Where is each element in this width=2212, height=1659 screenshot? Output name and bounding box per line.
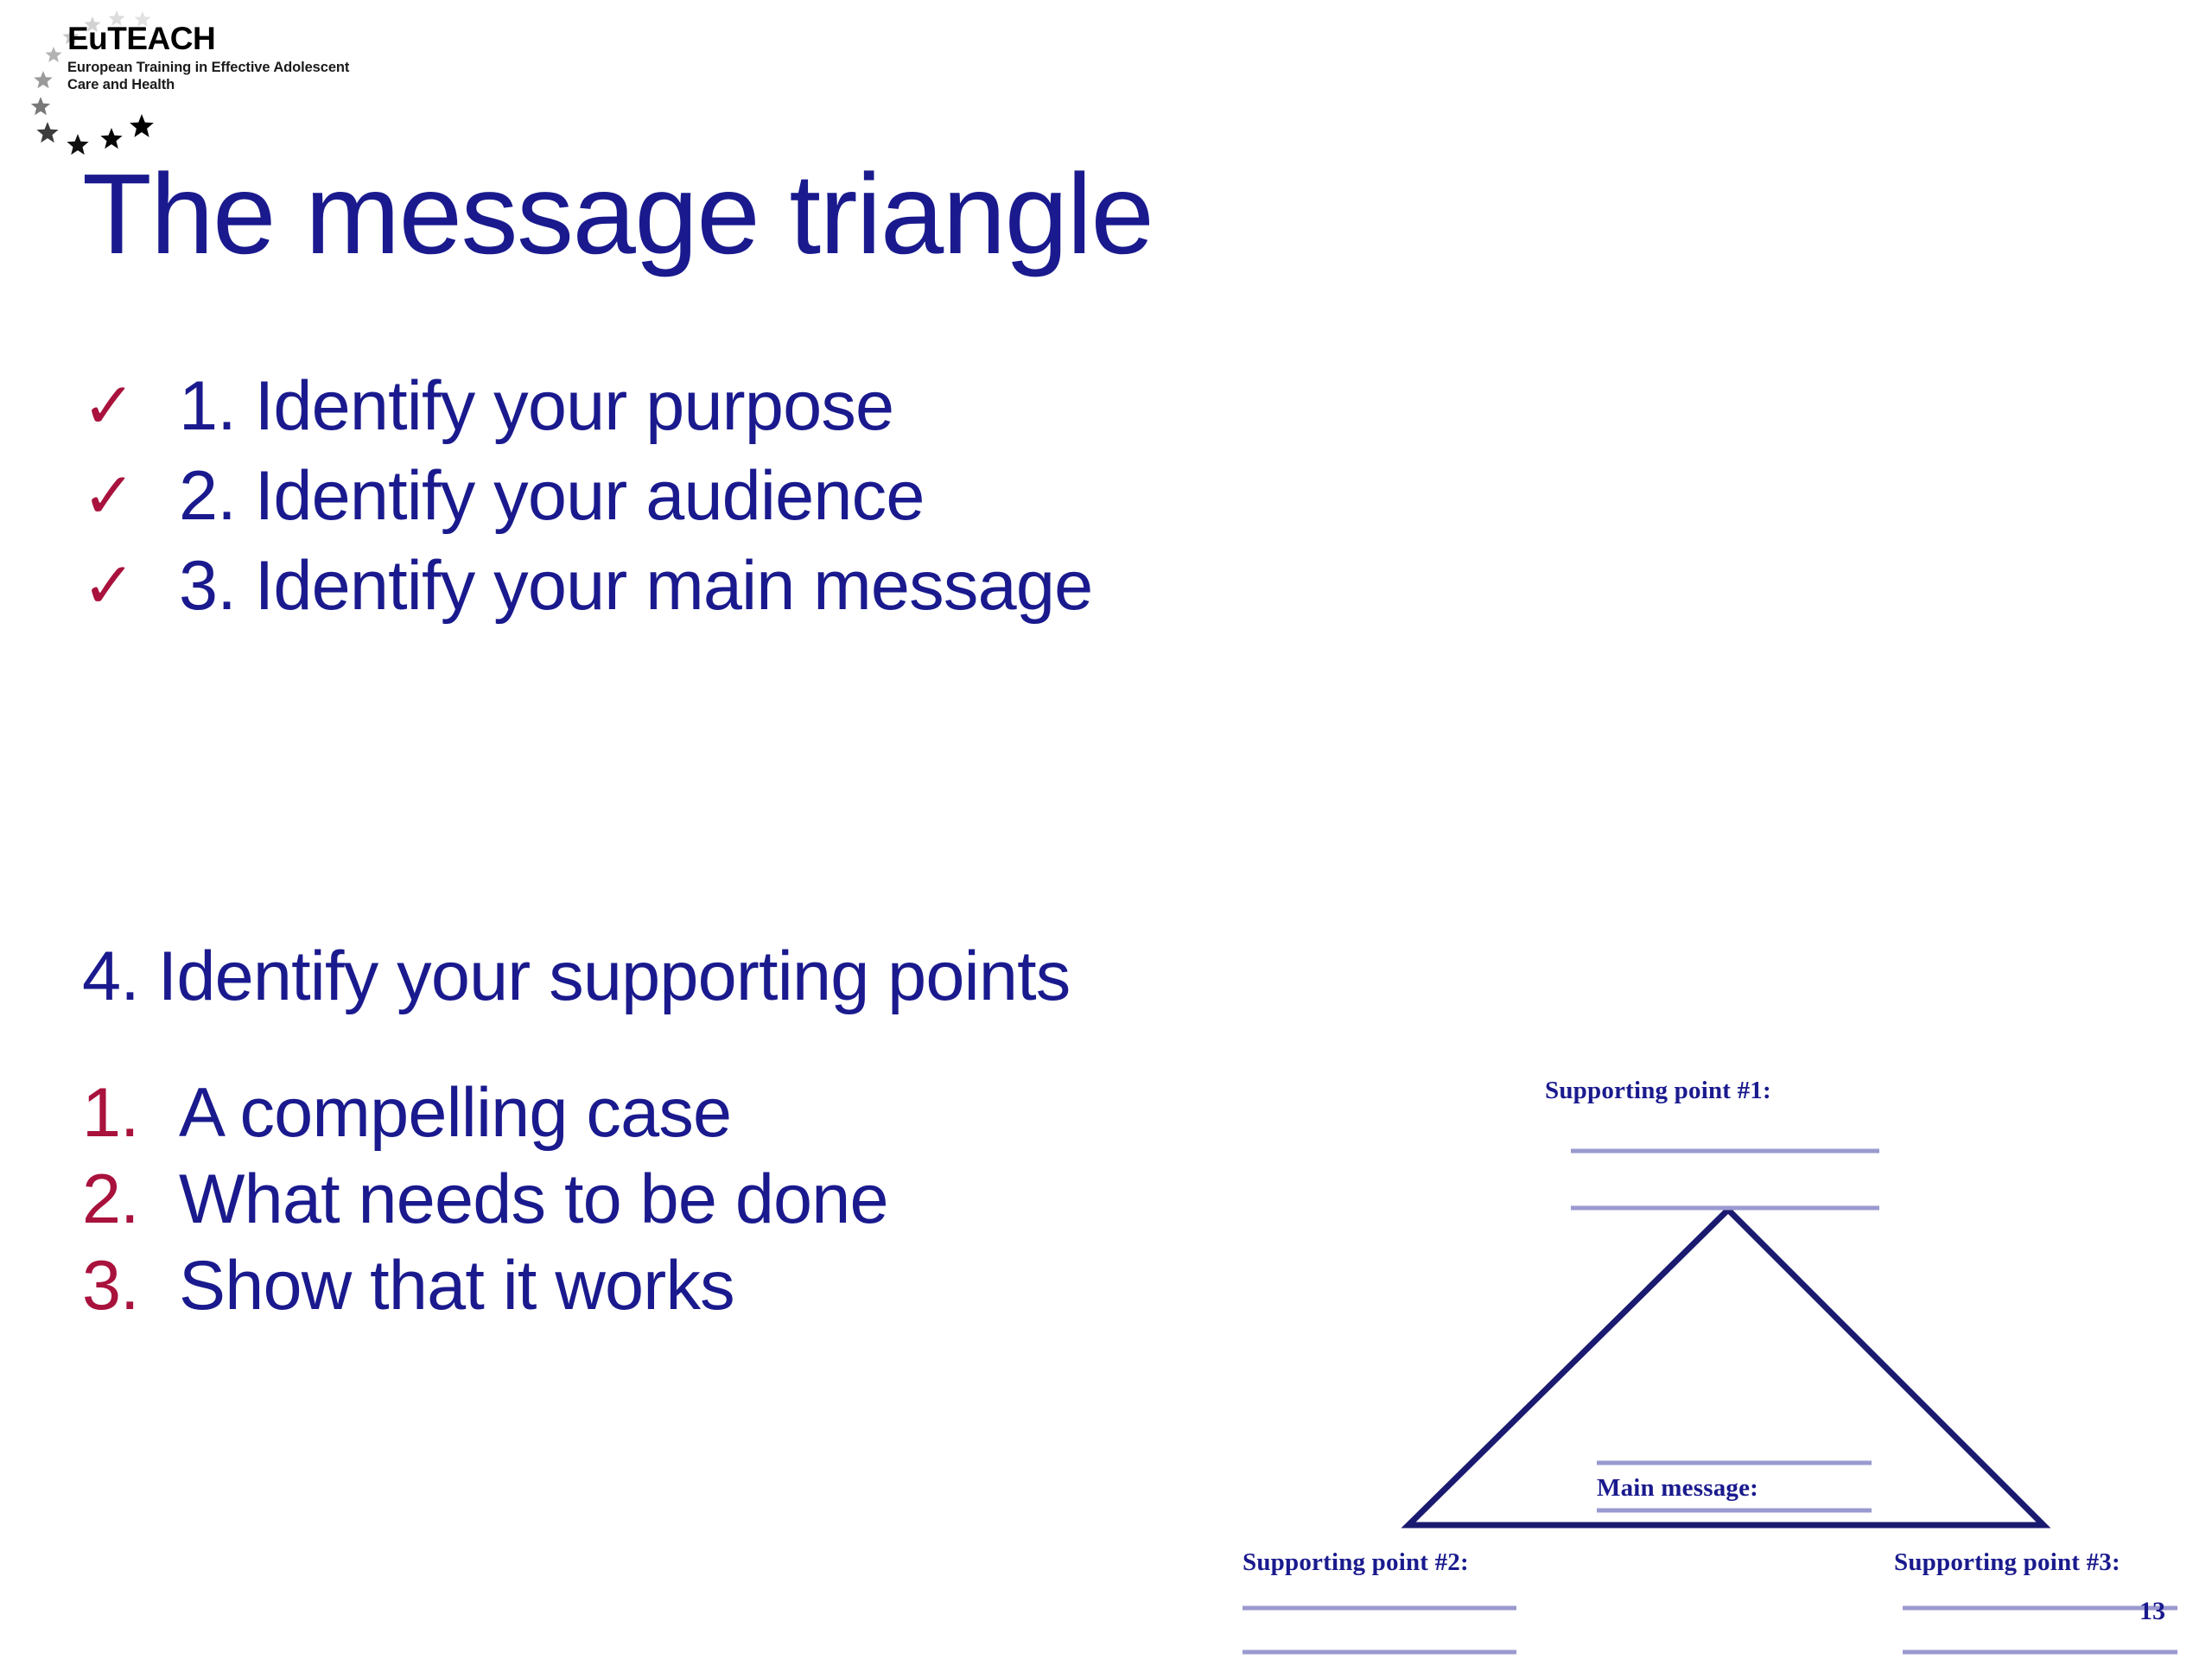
- page-title: The message triangle: [82, 150, 1154, 277]
- checked-steps-list: ✓ 1. Identify your purpose ✓ 2. Identify…: [82, 372, 1551, 641]
- list-item: ✓ 1. Identify your purpose: [82, 372, 1551, 461]
- list-item-label: A compelling case: [179, 1074, 732, 1152]
- supporting-point-3-label: Supporting point #3:: [1894, 1548, 2120, 1576]
- checkmark-icon: ✓: [82, 549, 137, 623]
- eu-star-spiral-icon: [7, 7, 223, 162]
- list-item: 1. A compelling case: [82, 1078, 1378, 1165]
- list-item: 3. Show that it works: [82, 1251, 1378, 1338]
- list-item: 2. What needs to be done: [82, 1165, 1378, 1251]
- list-item: ✓ 3. Identify your main message: [82, 551, 1551, 641]
- main-message-label: Main message:: [1597, 1474, 1759, 1502]
- checkmark-icon: ✓: [82, 459, 137, 533]
- list-item-label: 1. Identify your purpose: [179, 367, 894, 445]
- list-item-label: Show that it works: [179, 1247, 735, 1325]
- list-item-label: What needs to be done: [179, 1160, 889, 1238]
- list-item-label: 2. Identify your audience: [179, 457, 925, 535]
- checkmark-icon: ✓: [82, 369, 137, 443]
- supporting-point-2-label: Supporting point #2:: [1243, 1548, 1469, 1576]
- logo-text-block: EuTEACH European Training in Effective A…: [67, 22, 361, 93]
- slide-number: 13: [2139, 1597, 2165, 1625]
- list-item-label: 3. Identify your main message: [179, 547, 1093, 625]
- logo-subtitle: European Training in Effective Adolescen…: [67, 60, 350, 93]
- list-item-number: 3.: [82, 1247, 140, 1325]
- message-triangle-diagram: Supporting point #1: Main message: Suppo…: [1236, 1071, 2212, 1659]
- list-item: ✓ 2. Identify your audience: [82, 461, 1551, 551]
- triangle-shape: [1401, 1205, 2051, 1529]
- supporting-points-list: 1. A compelling case 2. What needs to be…: [82, 1078, 1378, 1338]
- euteach-logo: EuTEACH European Training in Effective A…: [7, 7, 370, 162]
- list-item-number: 1.: [82, 1074, 140, 1152]
- supporting-point-1-label: Supporting point #1:: [1545, 1077, 1771, 1104]
- step-4-heading: 4. Identify your supporting points: [82, 938, 1071, 1015]
- list-item-number: 2.: [82, 1160, 140, 1238]
- logo-title: EuTEACH: [67, 21, 216, 56]
